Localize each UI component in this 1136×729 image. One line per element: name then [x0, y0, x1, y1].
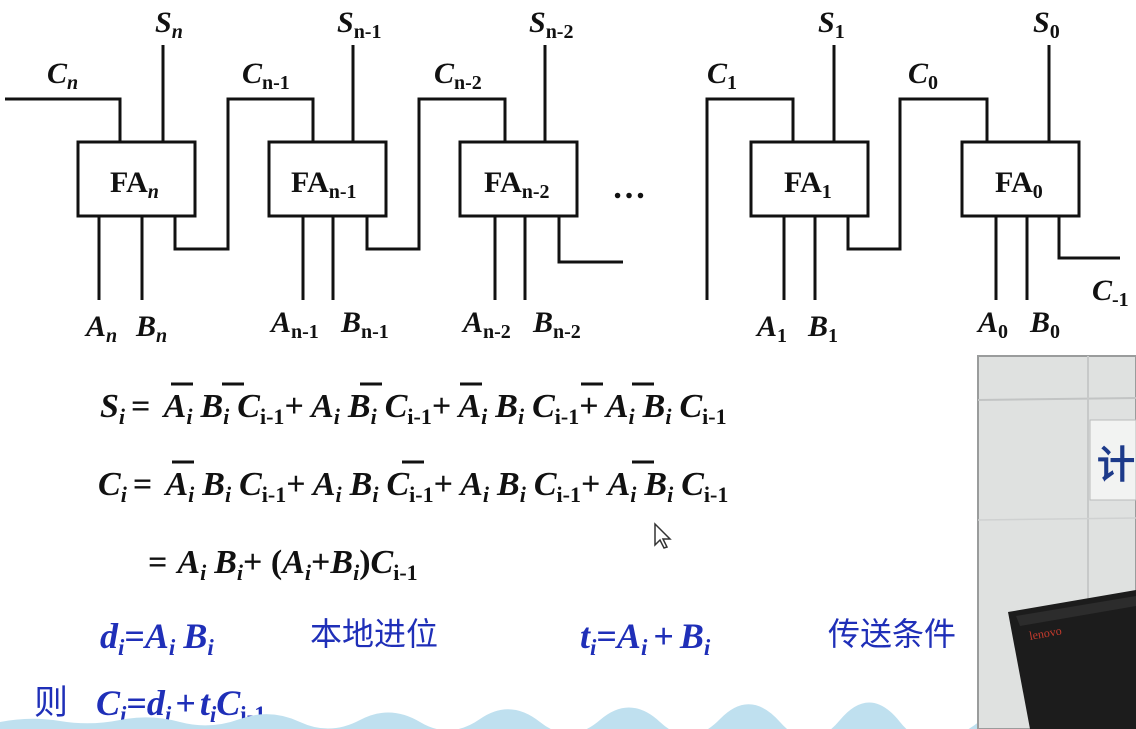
input-label-b-0: B0: [1029, 306, 1060, 343]
fa-block-1: [749, 140, 870, 218]
input-label-b-n-1: Bn-1: [340, 306, 389, 343]
ripple-carry-adder-diagram: [5, 45, 1120, 300]
block-label-fa-n-2: FAn-2: [484, 166, 550, 203]
output-label-s-n: Sn: [155, 6, 183, 43]
carry-label-c-0: C0: [908, 57, 938, 94]
output-label-s-1: S1: [818, 6, 845, 43]
input-label-a-n-1: An-1: [269, 306, 319, 343]
wall-sign-char: 计: [1097, 443, 1135, 487]
block-label-fa-n: FAn: [110, 166, 159, 203]
fa-block-n-1: [267, 140, 388, 218]
wire-c-1: [705, 97, 795, 300]
input-label-b-1: B1: [807, 310, 838, 347]
block-label-fa-n-1: FAn-1: [291, 166, 357, 203]
t-definition: ti=Ai+Bi: [580, 616, 711, 660]
video-overlay: 计 lenovo: [977, 355, 1136, 729]
d-description: 本地进位: [310, 615, 438, 653]
bottom-wave-decoration: [0, 702, 980, 729]
input-label-a-n: An: [84, 310, 117, 347]
input-label-b-n: Bn: [135, 310, 167, 347]
wire-c-in: [1057, 216, 1120, 260]
wire-c-n: [5, 97, 122, 142]
carry-label-c-1: C1: [707, 57, 737, 94]
cursor-icon: [654, 522, 672, 549]
fa-block-n: [76, 140, 197, 218]
carry-in-label: C-1: [1092, 274, 1129, 311]
laptop-icon: [1008, 590, 1136, 729]
input-label-a-1: A1: [755, 310, 787, 347]
output-label-s-n-1: Sn-1: [337, 6, 381, 43]
ellipsis: …: [612, 169, 646, 206]
input-label-a-n-2: An-2: [461, 306, 511, 343]
carry-label-c-n-2: Cn-2: [434, 57, 482, 94]
then-word: 则: [34, 683, 68, 723]
t-description: 传送条件: [828, 615, 956, 653]
wire-c-0: [846, 97, 989, 251]
block-label-fa-1: FA1: [784, 166, 832, 203]
input-label-b-n-2: Bn-2: [532, 306, 581, 343]
carry-label-c-n: Cn: [47, 57, 78, 94]
output-label-s-n-2: Sn-2: [529, 6, 573, 43]
svg-text:ti=Ai+Bi: ti=Ai+Bi: [580, 616, 711, 660]
block-label-fa-0: FA0: [995, 166, 1043, 203]
fa-block-n-2: [458, 140, 579, 218]
fa-block-0: [960, 140, 1081, 218]
wire-c-n-1: [173, 97, 315, 251]
carry-label-c-n-1: Cn-1: [242, 57, 290, 94]
wire-c-n-2: [365, 97, 507, 251]
input-label-a-0: A0: [976, 306, 1008, 343]
output-label-s-0: S0: [1033, 6, 1060, 43]
wire-c-n-3-stub: [557, 216, 623, 264]
laptop-brand: lenovo: [1028, 623, 1063, 642]
